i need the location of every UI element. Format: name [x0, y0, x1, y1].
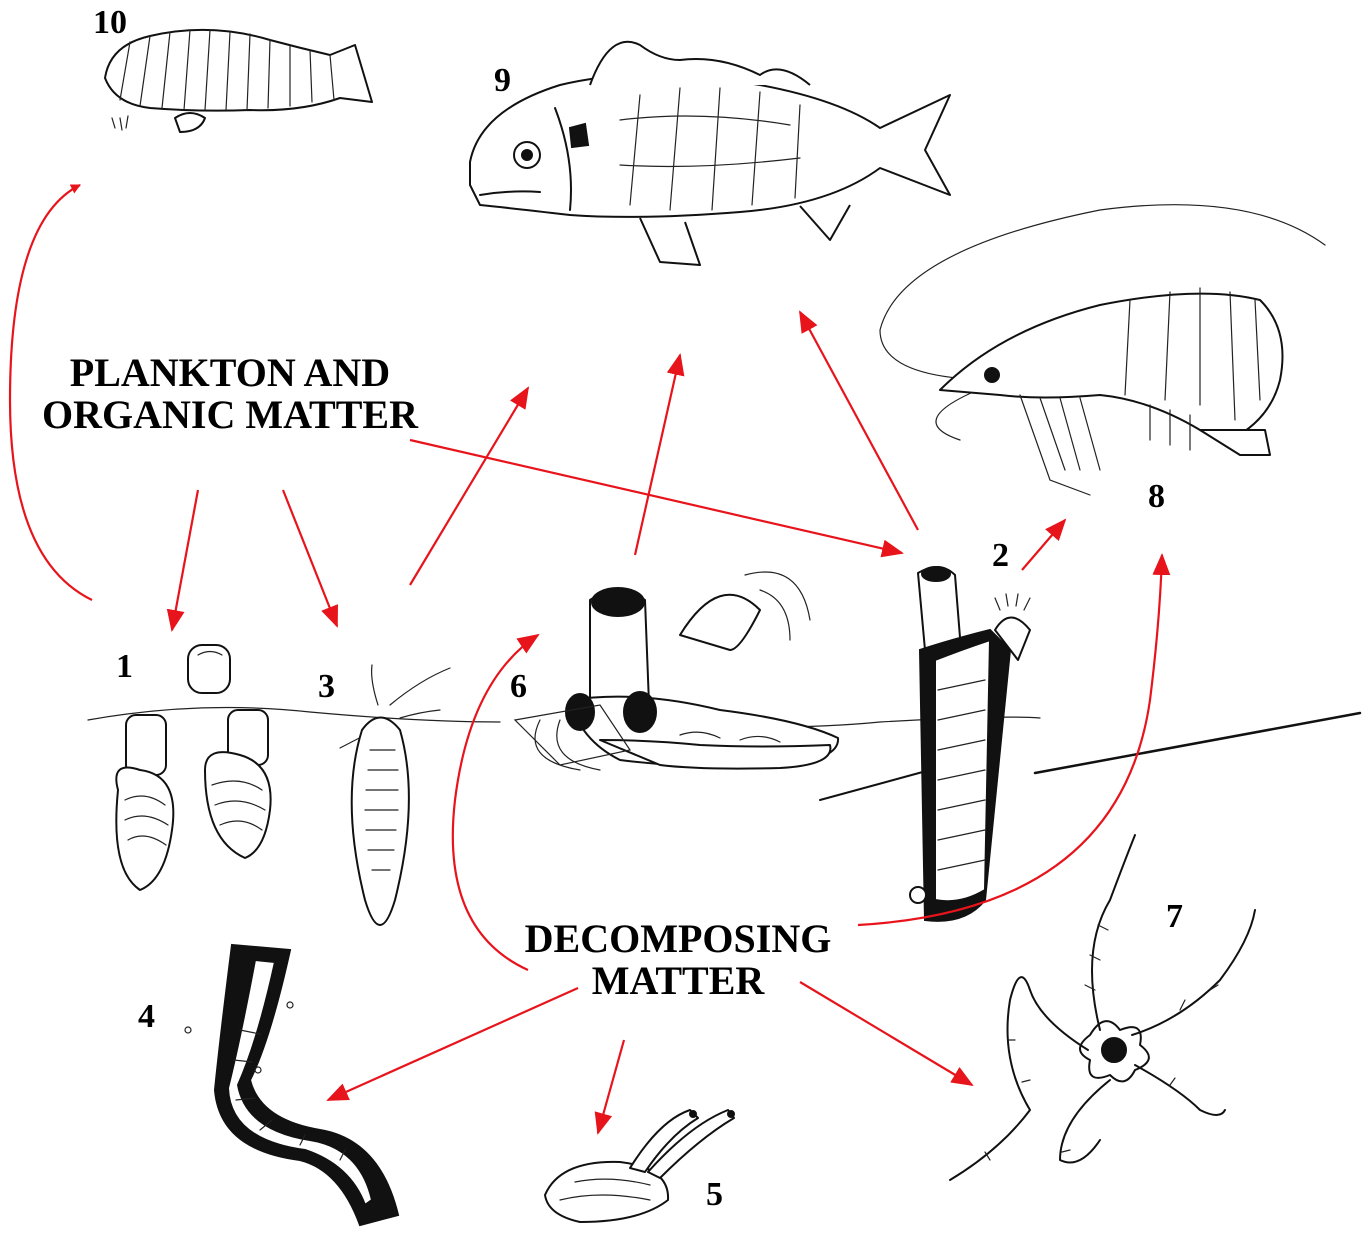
number-10: 10 [93, 4, 127, 42]
number-4: 4 [138, 998, 155, 1036]
number-5: 5 [706, 1176, 723, 1214]
decomposing-label: DECOMPOSING MATTER [508, 918, 848, 1003]
number-3: 3 [318, 668, 335, 706]
burrowing-worm-4-icon [185, 945, 398, 1225]
brittle-star-7-icon [950, 835, 1255, 1180]
arrow-2-to-8 [1022, 520, 1065, 570]
plankton-label: PLANKTON AND ORGANIC MATTER [40, 352, 420, 437]
bivalves-1-icon [116, 645, 270, 890]
fish-10-icon [105, 30, 372, 132]
number-6: 6 [510, 668, 527, 706]
decomposing-label-line1: DECOMPOSING [508, 918, 848, 960]
number-1: 1 [116, 648, 133, 686]
decomposing-label-line2: MATTER [508, 960, 848, 1002]
plankton-label-line2: ORGANIC MATTER [40, 394, 420, 436]
arrow-decomposing-to-4 [328, 988, 578, 1100]
number-2: 2 [992, 537, 1009, 575]
amphipod-tubes-6-icon [515, 572, 838, 770]
plankton-label-line1: PLANKTON AND [40, 352, 420, 394]
arrow-6-to-9 [635, 355, 680, 555]
arrow-plankton-to-3 [283, 490, 337, 626]
arrow-decomposing-to-8 [858, 555, 1162, 925]
tube-worm-2-icon [910, 567, 1030, 921]
shrimp-8-icon [880, 205, 1325, 495]
arrow-decomposing-to-5 [598, 1040, 624, 1133]
arrow-3-to-9 [410, 388, 528, 585]
arrow-2-to-9 [800, 312, 918, 530]
number-9: 9 [494, 62, 511, 100]
fish-9-icon [470, 42, 950, 265]
worm-3-icon [340, 665, 450, 925]
number-8: 8 [1148, 478, 1165, 516]
number-7: 7 [1166, 898, 1183, 936]
arrow-plankton-to-1 [172, 490, 198, 630]
